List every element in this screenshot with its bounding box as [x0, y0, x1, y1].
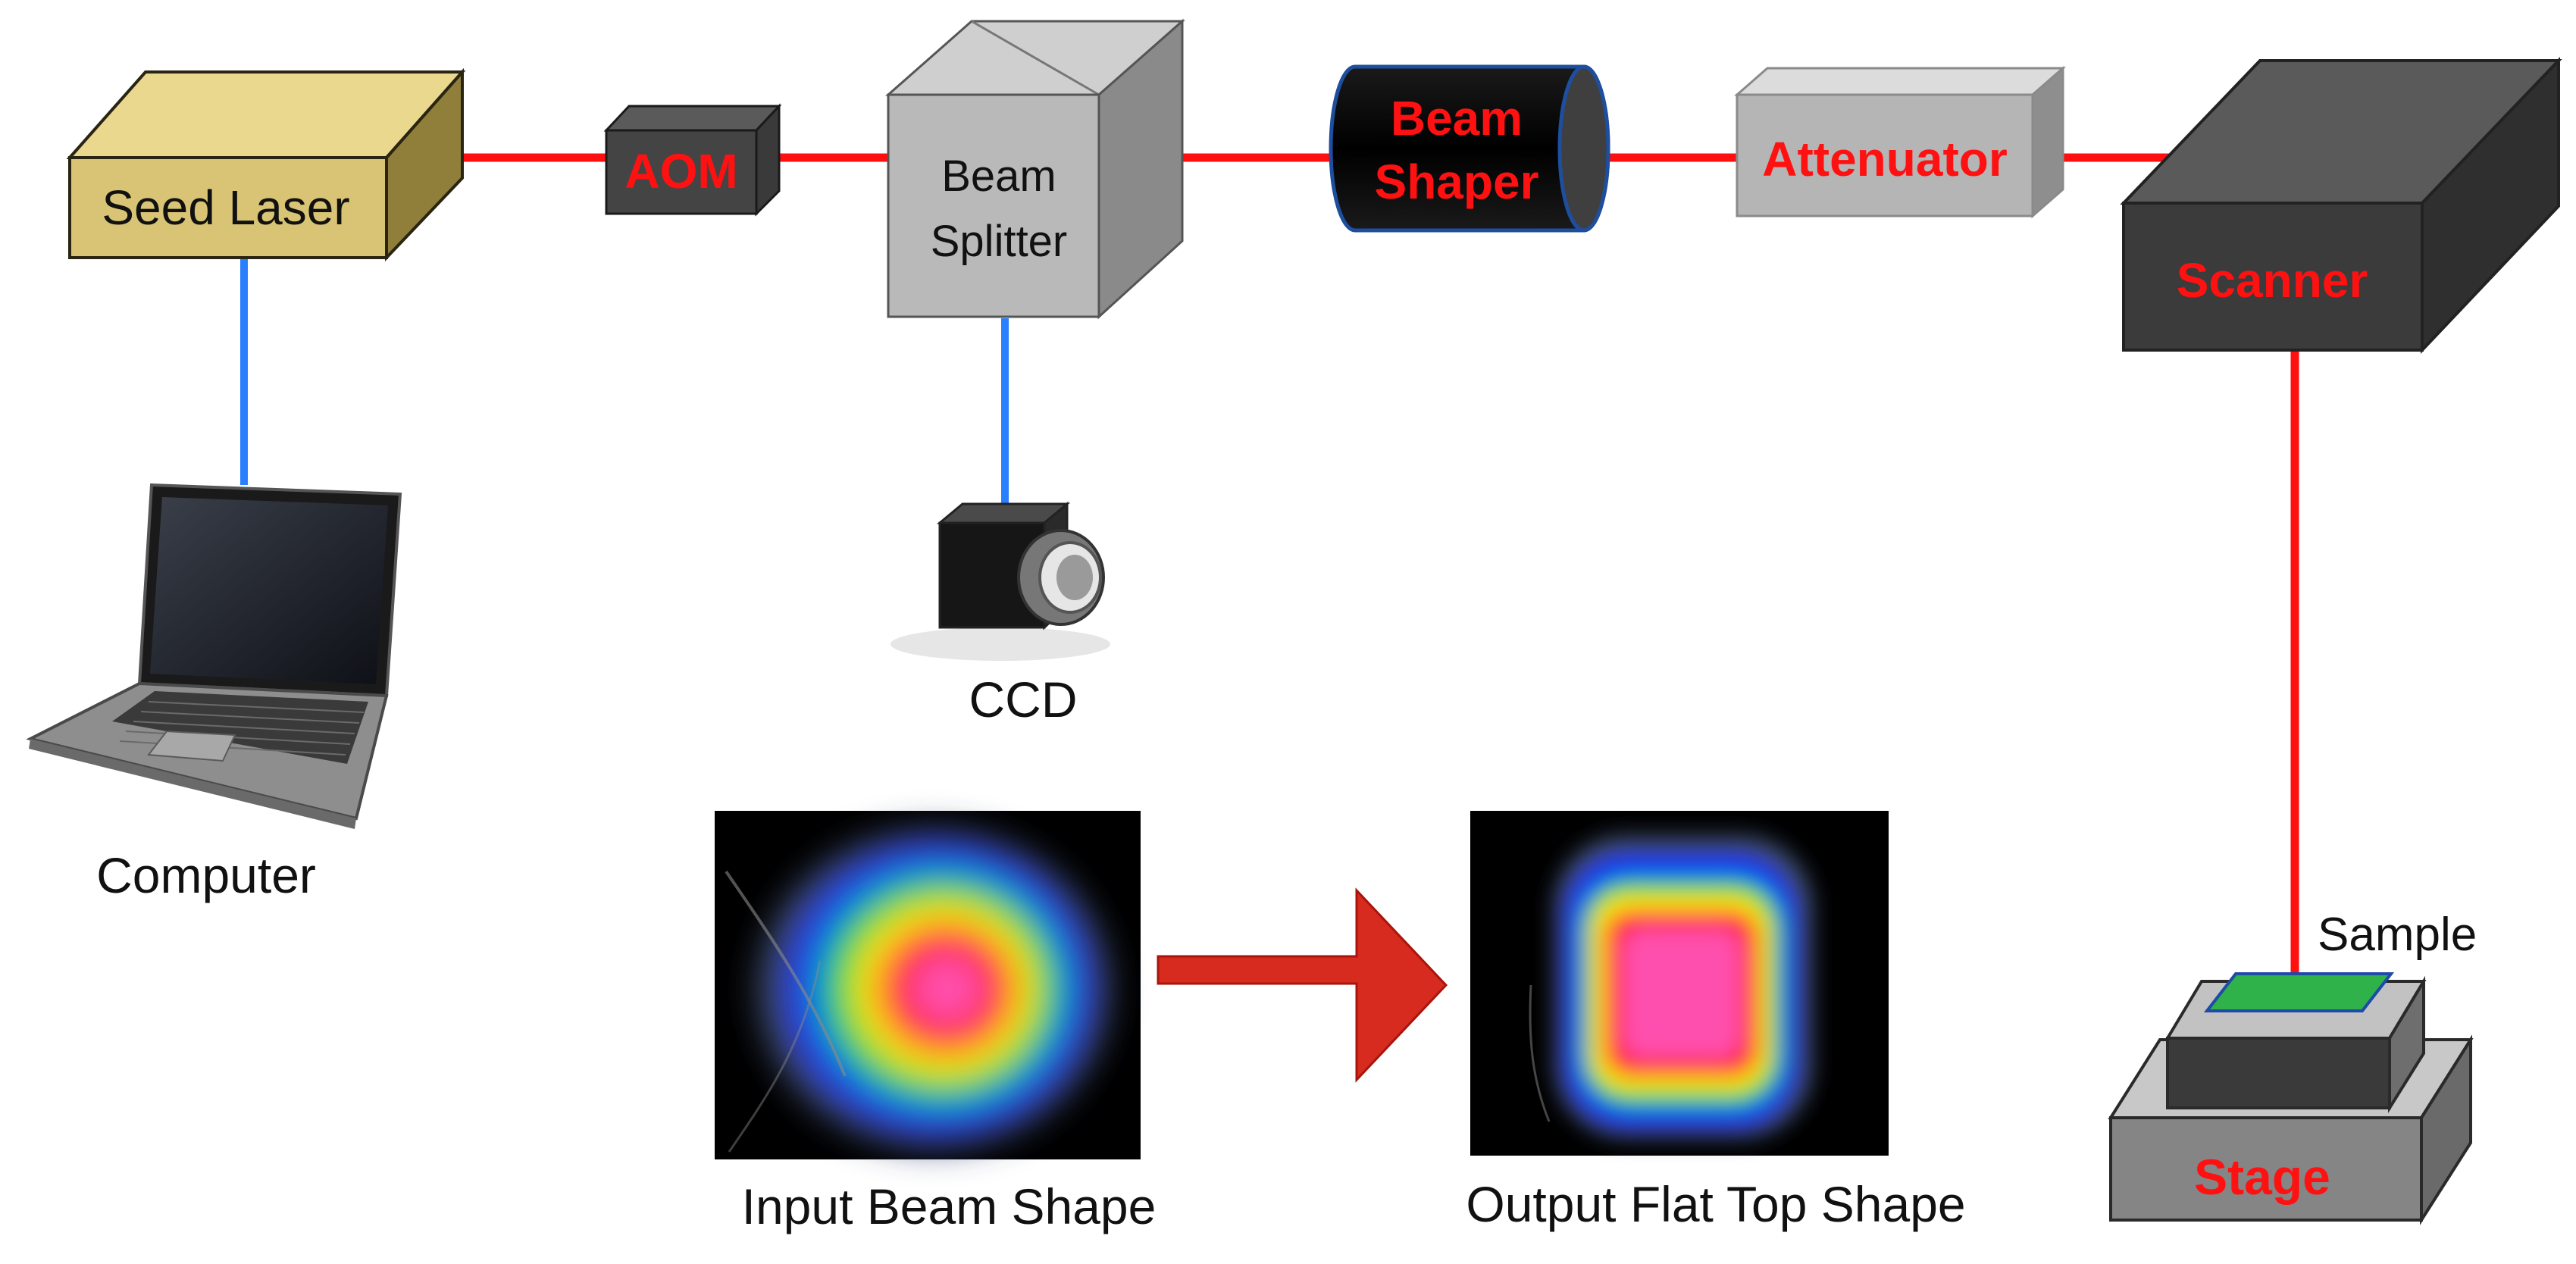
aom-box: AOM	[603, 103, 782, 217]
beam-splitter-label-line1: Beam	[941, 152, 1056, 201]
seed-laser-label: Seed Laser	[102, 180, 349, 235]
output-beam-profile: Output Flat Top Shape	[1466, 811, 1966, 1232]
ccd-camera: CCD	[890, 501, 1110, 727]
computer-laptop: Computer	[26, 483, 402, 903]
beam-splitter-label-line2: Splitter	[931, 217, 1068, 266]
beam-shaper-label-line1: Beam	[1391, 91, 1523, 145]
beam-splitter-cube: Beam Splitter	[885, 18, 1185, 320]
beam-shaper-label-line2: Shaper	[1375, 155, 1539, 209]
sample-label: Sample	[2318, 909, 2477, 961]
attenuator-label: Attenuator	[1762, 132, 2008, 186]
sample: Sample	[2203, 909, 2477, 1012]
ccd-label: CCD	[969, 671, 1078, 727]
input-beam-label: Input Beam Shape	[742, 1178, 1157, 1234]
scanner-label: Scanner	[2177, 253, 2368, 308]
attenuator-box: Attenuator	[1734, 65, 2066, 219]
transform-arrow	[1157, 887, 1448, 1083]
beam-shaper-cylinder: Beam Shaper	[1329, 64, 1610, 233]
input-beam-profile: Input Beam Shape	[715, 811, 1156, 1234]
seed-laser-box: Seed Laser	[66, 67, 466, 261]
aom-label: AOM	[624, 144, 737, 199]
scanner-box: Scanner	[2120, 57, 2562, 355]
stage-label: Stage	[2194, 1149, 2330, 1205]
output-beam-label: Output Flat Top Shape	[1466, 1176, 1965, 1232]
computer-label: Computer	[96, 847, 316, 903]
